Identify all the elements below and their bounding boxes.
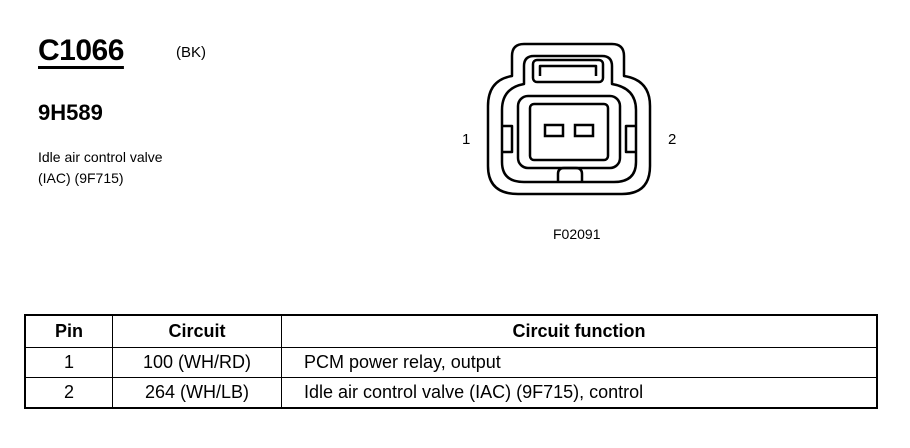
pinout-table: Pin Circuit Circuit function 1 100 (WH/R… [24,314,878,409]
left-keyway [502,124,514,154]
connector-id: C1066 [38,34,124,67]
table-row: 2 264 (WH/LB) Idle air control valve (IA… [24,377,878,409]
terminal-housing [516,94,622,170]
cell-circuit: 100 (WH/RD) [112,347,282,378]
table-row: 1 100 (WH/RD) PCM power relay, output [24,347,878,378]
connector-face-diagram [486,42,652,196]
cell-circuit: 264 (WH/LB) [112,377,282,409]
component-description: Idle air control valve (IAC) (9F715) [38,147,163,189]
cell-pin: 1 [24,347,113,378]
header-circuit-function: Circuit function [281,314,878,348]
cell-pin: 2 [24,377,113,409]
pin-label-2: 2 [668,131,677,148]
cell-function: PCM power relay, output [281,347,878,378]
connector-color: (BK) [176,44,206,61]
locking-tab-detail [538,64,598,76]
part-number: 9H589 [38,100,103,125]
bottom-key [556,166,584,182]
terminal-pin-2 [573,123,595,138]
header-circuit: Circuit [112,314,282,348]
description-line-1: Idle air control valve [38,149,163,165]
terminal-pin-1 [543,123,565,138]
terminal-housing-inner [528,102,610,162]
locking-tab [531,58,605,84]
description-line-2: (IAC) (9F715) [38,170,124,186]
cell-function: Idle air control valve (IAC) (9F715), co… [281,377,878,409]
connector-outer-shell [486,42,652,196]
figure-code: F02091 [553,226,601,242]
header-pin: Pin [24,314,113,348]
pin-label-1: 1 [462,131,471,148]
table-header-row: Pin Circuit Circuit function [24,314,878,348]
connector-inner-shell [500,54,638,184]
right-keyway [624,124,636,154]
